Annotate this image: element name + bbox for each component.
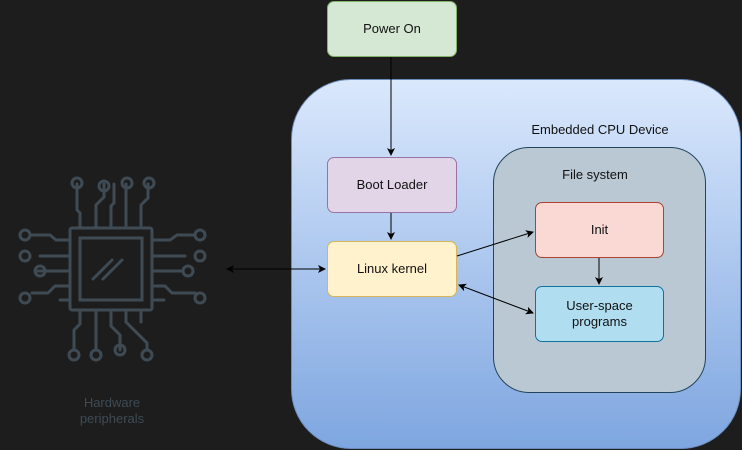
- edge-kernel-user-bidirectional: [458, 283, 534, 315]
- user-space-programs-node: User-space programs: [535, 286, 664, 342]
- init-node: Init: [535, 202, 664, 258]
- file-system-container: [493, 147, 706, 393]
- linux-kernel-node: Linux kernel: [327, 241, 457, 297]
- boot-loader-node: Boot Loader: [327, 157, 457, 213]
- power-on-node: Power On: [327, 1, 457, 57]
- cpu-chip-icon: [18, 176, 207, 362]
- file-system-label: File system: [562, 167, 628, 182]
- hardware-peripherals-label: Hardware peripherals: [79, 395, 145, 426]
- edge-kernel-to-init: [456, 230, 534, 257]
- embedded-device-label: Embedded CPU Device: [531, 122, 669, 137]
